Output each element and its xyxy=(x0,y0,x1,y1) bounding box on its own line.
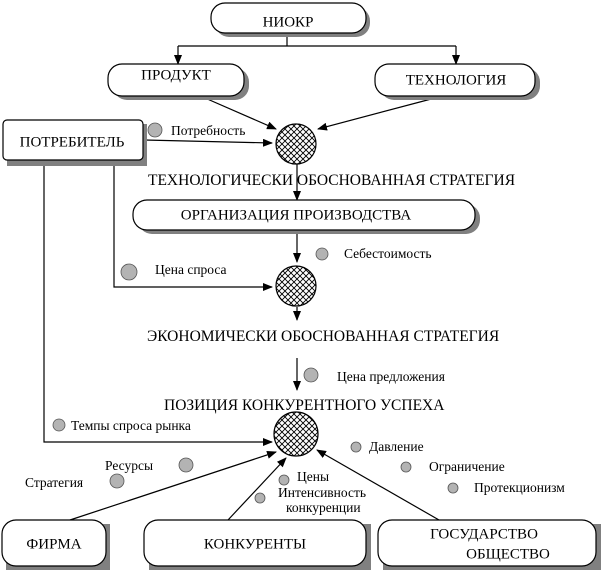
arrow-firma-node3 xyxy=(69,451,277,521)
heading-econ-strategy: ЭКОНОМИЧЕСКИ ОБОСНОВАННАЯ СТРАТЕГИЯ xyxy=(147,328,499,345)
niokr-label: НИОКР xyxy=(263,14,314,30)
konkurenty-box: КОНКУРЕНТЫ xyxy=(143,519,371,570)
connectors xyxy=(43,36,460,525)
firma-label: ФИРМА xyxy=(26,536,81,552)
dot-ogranichenie xyxy=(400,461,412,473)
node-position xyxy=(273,411,319,457)
label-intensivnost-2: конкуренции xyxy=(286,500,361,515)
heading-tech-strategy: ТЕХНОЛОГИЧЕСКИ ОБОСНОВАННАЯ СТРАТЕГИЯ xyxy=(148,172,515,189)
tekhnologiya-label: ТЕХНОЛОГИЯ xyxy=(406,72,507,88)
label-potrebnost: Потребность xyxy=(171,123,245,138)
label-tseny: Цены xyxy=(297,469,329,484)
label-tempy-sprosa: Темпы спроса рынка xyxy=(71,418,191,433)
potrebitel-box: ПОТРЕБИТЕЛЬ xyxy=(2,119,147,166)
dot-tseny xyxy=(278,474,290,486)
konkurenty-label: КОНКУРЕНТЫ xyxy=(204,536,306,552)
dot-potrebnost xyxy=(147,122,163,138)
node-econ-strategy xyxy=(275,265,317,307)
node-tech-strategy xyxy=(275,123,317,165)
factor-dots xyxy=(52,122,459,504)
tekhnologiya-box: ТЕХНОЛОГИЯ xyxy=(374,63,540,100)
label-tsena-sprosa: Цена спроса xyxy=(155,262,227,277)
organizatsiya-label: ОРГАНИЗАЦИЯ ПРОИЗВОДСТВА xyxy=(181,207,412,223)
niokr-split-line xyxy=(178,36,456,47)
arrow-produkt-node1 xyxy=(204,97,277,130)
label-davlenie: Давление xyxy=(369,439,424,454)
niokr-box: НИОКР xyxy=(210,2,370,37)
line-tempy-sprosa xyxy=(43,160,273,446)
label-strategiya: Стратегия xyxy=(25,475,83,490)
dot-intensivnost xyxy=(254,492,266,504)
label-tsena-predlozheniya: Цена предложения xyxy=(337,369,445,384)
label-resursy: Ресурсы xyxy=(105,458,153,473)
label-ogranichenie: Ограничение xyxy=(429,459,505,474)
dot-davlenie xyxy=(350,441,362,453)
obshchestvo-label: ОБЩЕСТВО xyxy=(466,546,550,562)
gosudarstvo-box: ГОСУДАРСТВО ОБЩЕСТВО xyxy=(377,519,601,570)
gosudarstvo-label: ГОСУДАРСТВО xyxy=(430,526,538,542)
dot-tempy-sprosa xyxy=(52,418,66,432)
dot-resursy xyxy=(178,457,194,473)
label-protektsionizm: Протекционизм xyxy=(474,480,565,495)
dot-strategiya xyxy=(109,473,125,489)
dot-tsena-predlozheniya xyxy=(303,367,319,383)
organizatsiya-box: ОРГАНИЗАЦИЯ ПРОИЗВОДСТВА xyxy=(132,199,480,234)
arrow-potrebnost-node1 xyxy=(143,138,273,147)
dot-sebestoimost xyxy=(315,247,329,261)
dot-tsena-sprosa xyxy=(120,263,138,281)
potrebitel-label: ПОТРЕБИТЕЛЬ xyxy=(20,134,125,150)
line-tsena-sprosa xyxy=(113,158,273,291)
firma-box: ФИРМА xyxy=(1,519,110,570)
label-sebestoimost: Себестоимость xyxy=(344,246,432,261)
heading-position: ПОЗИЦИЯ КОНКУРЕНТНОГО УСПЕХА xyxy=(164,397,445,414)
arrow-konkurenty-node3 xyxy=(227,457,287,521)
label-intensivnost-1: Интенсивность xyxy=(278,485,366,500)
produkt-box: ПРОДУКТ xyxy=(107,63,249,100)
produkt-label: ПРОДУКТ xyxy=(141,67,211,83)
arrow-tekhnologiya-node1 xyxy=(317,97,436,131)
arrow-gosudarstvo-node3 xyxy=(316,449,447,525)
dot-protektsionizm xyxy=(447,482,459,494)
